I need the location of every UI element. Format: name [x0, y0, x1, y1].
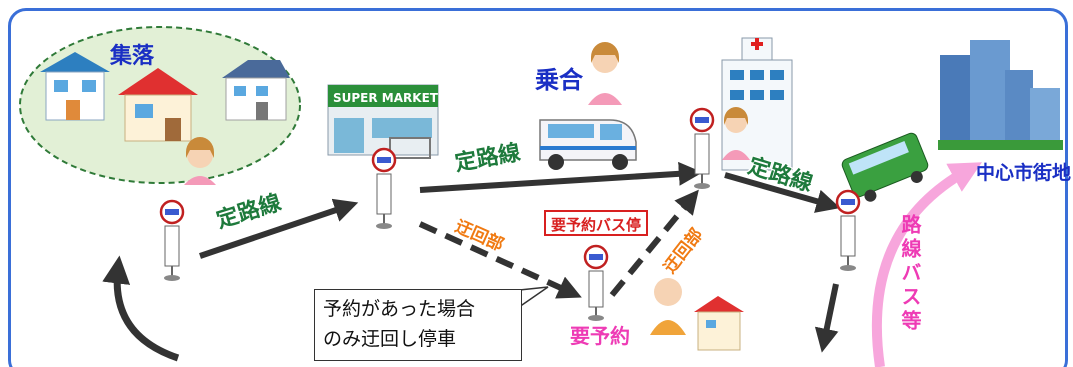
detour-callout: 予約があった場合 のみ迂回し停車 [314, 289, 522, 361]
van-icon [539, 119, 637, 170]
route-bus-arrow [872, 162, 982, 367]
bus-stop-icon [689, 107, 715, 189]
bus-icon [841, 132, 929, 202]
city-center-label: 中心市街地 [976, 162, 1072, 184]
ride-share-label: 乗合 [535, 66, 583, 94]
person-icon [588, 42, 622, 105]
diagram-frame [8, 8, 1068, 367]
bus-stop-icon [159, 199, 185, 281]
route-arrow-1 [199, 198, 359, 259]
callout-line-2: のみ迂回し停車 [323, 328, 457, 350]
bus-stop-icon [583, 244, 609, 321]
supermarket-icon [327, 84, 439, 159]
incoming-arrow [102, 255, 180, 362]
person-icon [722, 107, 750, 160]
bus-stop-icon [371, 147, 397, 229]
buildings-icon [938, 40, 1063, 150]
house-icon [40, 52, 110, 121]
route-arrow-3 [724, 172, 841, 213]
person-icon [184, 137, 216, 185]
village-label: 集落 [110, 44, 155, 69]
reservation-stop-label: 要予約バス停 [544, 210, 648, 236]
callout-line-1: 予約があった場合 [323, 298, 476, 320]
supermarket-sign: SUPER MARKET [333, 91, 439, 105]
bus-stop-icon [835, 189, 861, 271]
route-bus-label: 路線バス等 [898, 214, 922, 334]
detour-arrow-2 [609, 189, 699, 297]
outgoing-arrow [814, 283, 839, 353]
reservation-required-label: 要予約 [570, 324, 630, 348]
route-arrow-2 [419, 161, 703, 193]
house-icon [118, 68, 198, 142]
house-icon [694, 296, 744, 351]
house-icon [222, 60, 290, 121]
person-icon [650, 278, 686, 335]
